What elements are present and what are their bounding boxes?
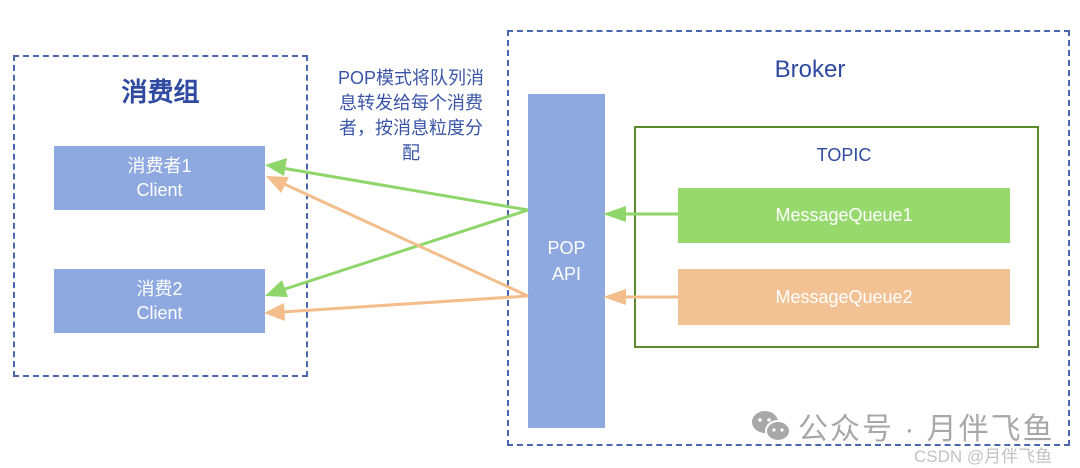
note-line-2: 息转发给每个消费 (339, 93, 483, 113)
arrow-mq1-to-pop (603, 206, 678, 222)
message-queue-2: MessageQueue2 (678, 269, 1010, 325)
consumer-client-1-type: Client (136, 180, 183, 200)
wechat-icon (752, 411, 791, 442)
watermark: 公众号 · 月伴飞鱼 (750, 404, 1055, 448)
broker-title: Broker (774, 56, 846, 83)
consumer-group-title: 消费组 (121, 77, 200, 107)
broker-container (507, 30, 1070, 446)
consumer-group-container (13, 55, 308, 377)
watermark-text: 公众号 · 月伴飞鱼 (798, 413, 1055, 446)
consumer-client-1-name: 消费者1 (127, 156, 192, 176)
note-line-3: 者，按消息粒度分 (339, 118, 483, 138)
topic-title: TOPIC (816, 145, 872, 165)
consumer-client-2: 消费2 Client (54, 269, 265, 333)
consumer-client-2-type: Client (136, 303, 183, 323)
note-line-1: POP模式将队列消 (337, 68, 484, 88)
consumer-client-1: 消费者1 Client (54, 146, 265, 210)
topic-container (634, 126, 1039, 348)
csdn-watermark: CSDN @月伴飞鱼 (914, 447, 1053, 466)
pop-mode-note: POP模式将队列消 息转发给每个消费 者，按消息粒度分 配 (316, 66, 506, 166)
message-queue-1: MessageQueue1 (678, 188, 1010, 243)
arrow-pop-to-client1-orange (266, 176, 529, 298)
pop-api-box: POP API (528, 94, 605, 428)
pop-api-line-1: POP (547, 238, 586, 258)
arrow-pop-to-client2-orange (264, 294, 529, 321)
consumer-client-2-name: 消费2 (136, 279, 183, 299)
arrow-pop-to-client2-green (265, 208, 529, 297)
arrow-mq2-to-pop (603, 289, 678, 305)
arrow-pop-to-client1-green (265, 158, 529, 212)
pop-api-line-2: API (551, 264, 581, 284)
note-line-4: 配 (402, 143, 420, 163)
